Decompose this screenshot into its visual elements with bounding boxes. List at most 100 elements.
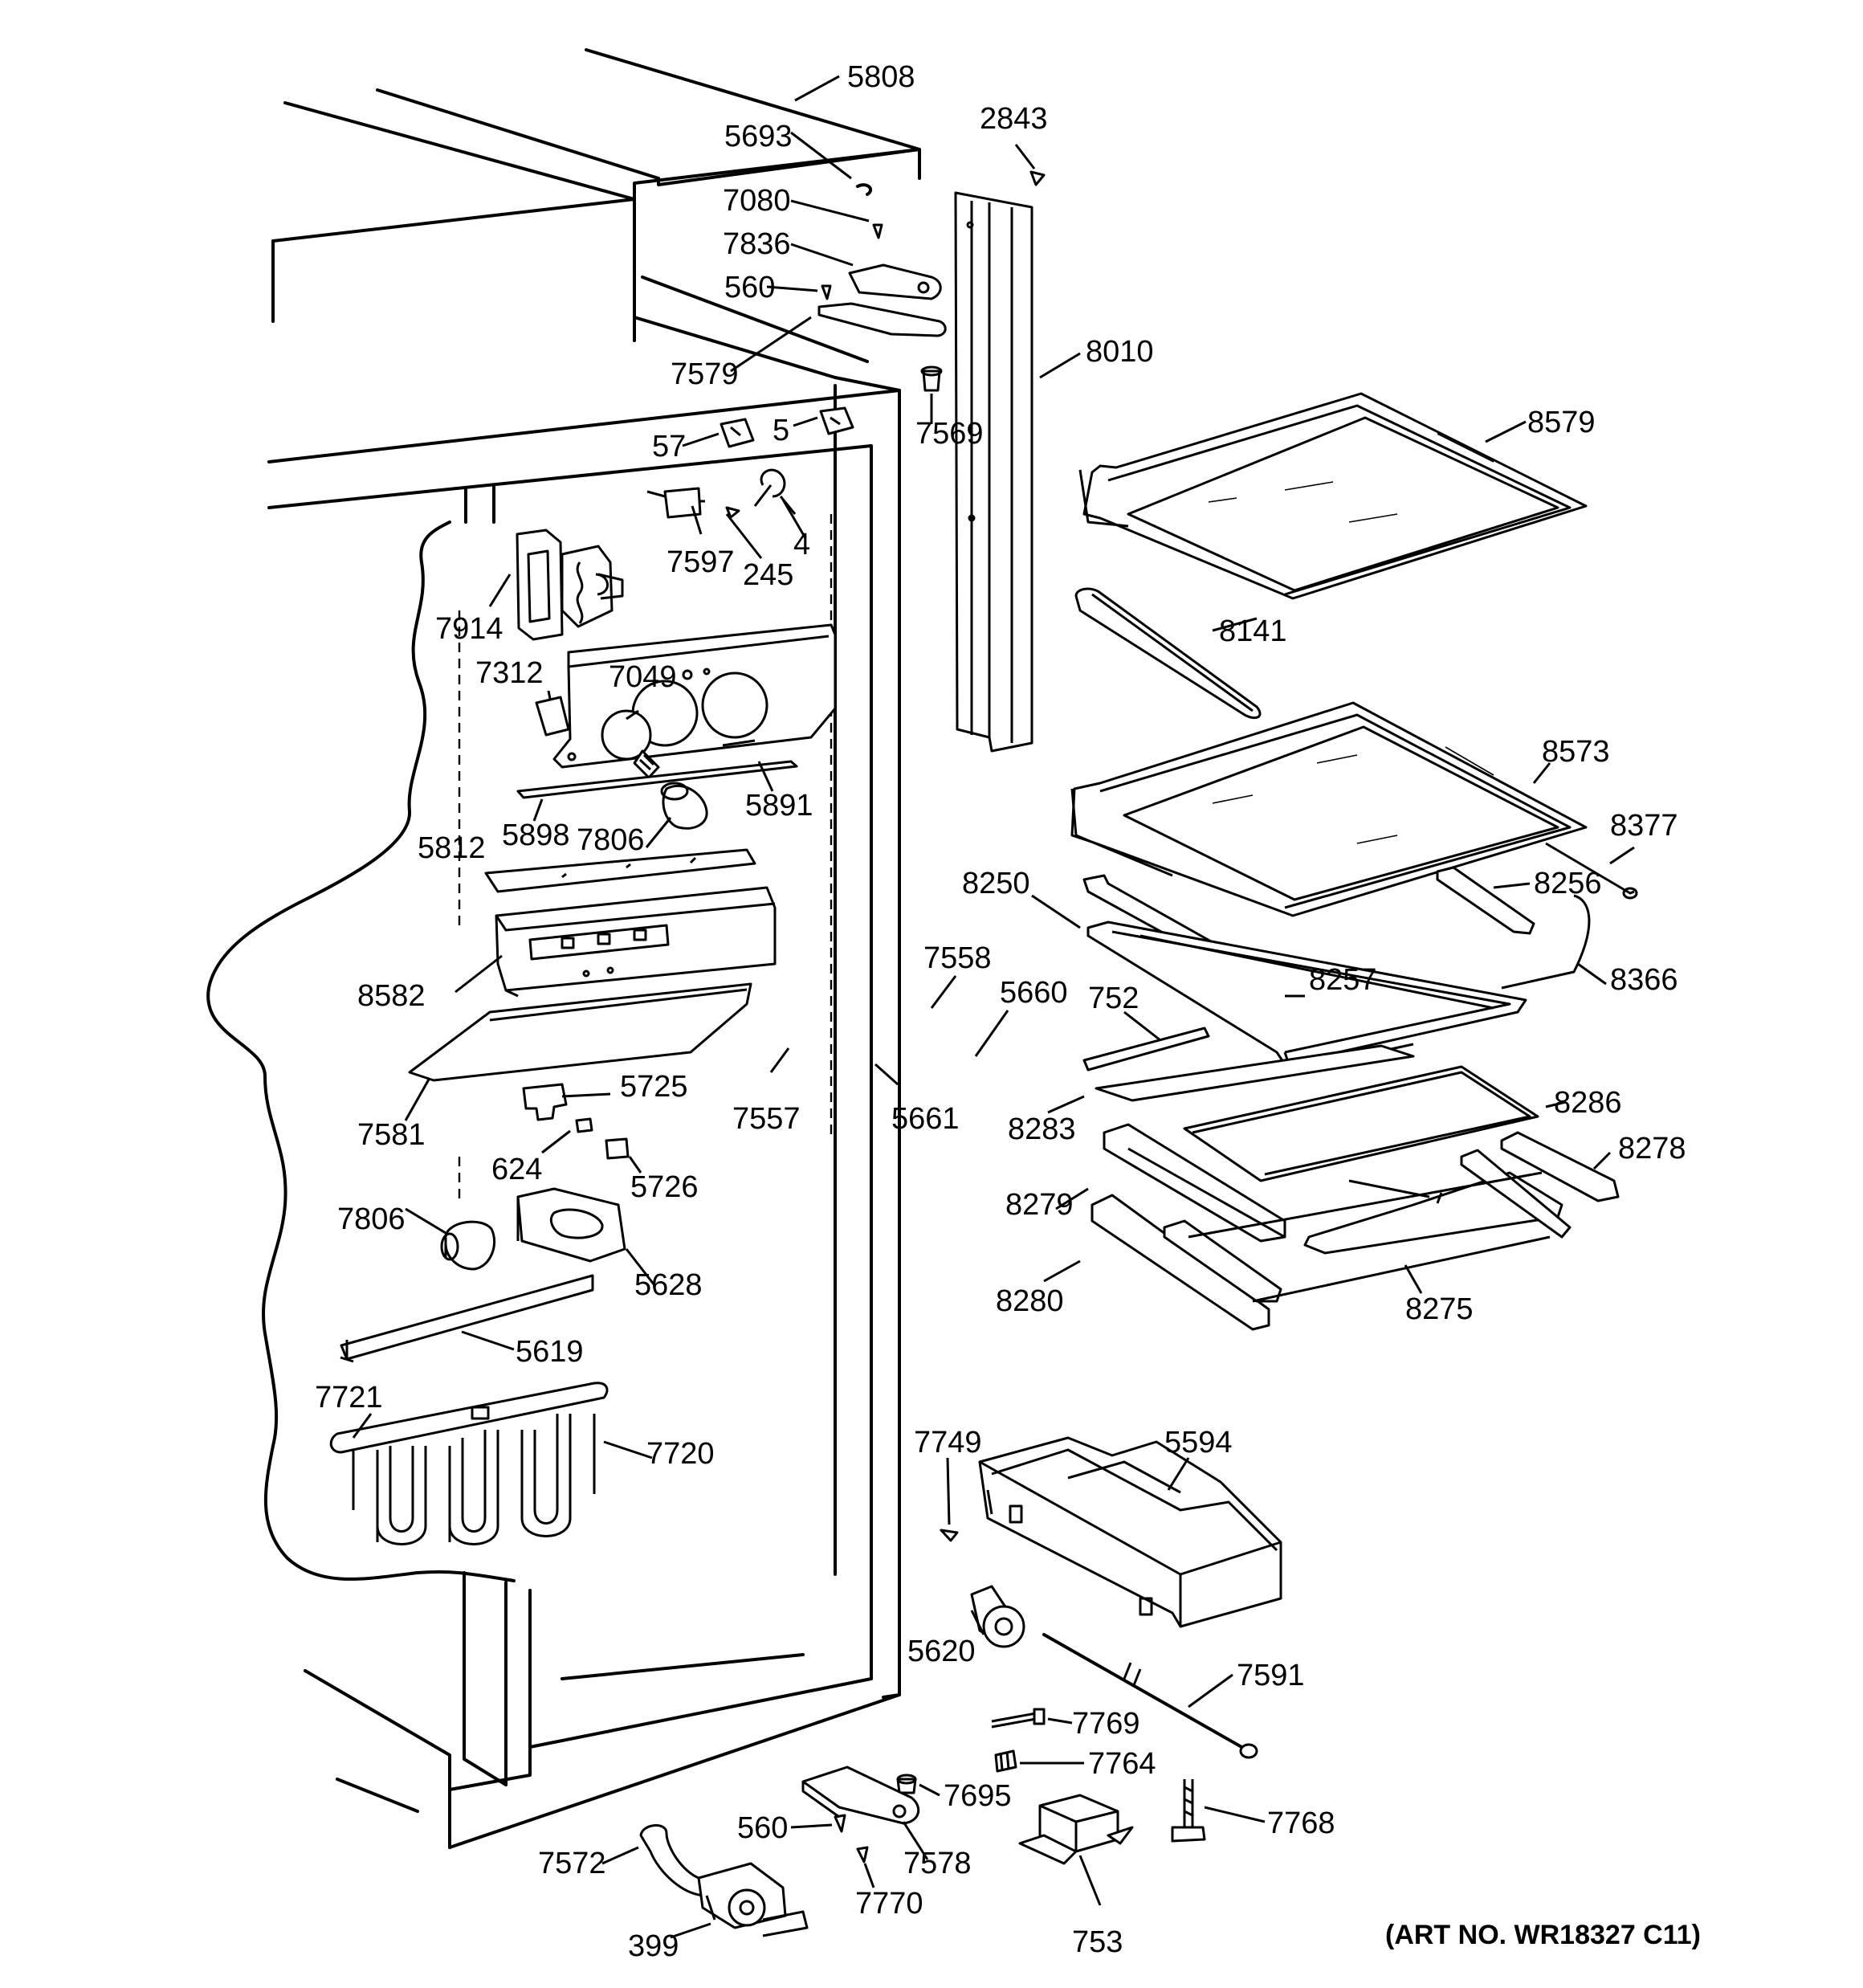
callout-label: 8366 xyxy=(1610,963,1678,997)
drawer-frame xyxy=(1090,1123,1620,1331)
callout-label: 8275 xyxy=(1405,1292,1474,1326)
rod-7591 xyxy=(1042,1633,1258,1759)
callout-label: 4 xyxy=(793,528,810,561)
callout-label: 7695 xyxy=(944,1779,1012,1813)
rods-8377-8256-8366 xyxy=(1436,842,1638,990)
strip-752 xyxy=(1082,1027,1210,1072)
callout-label: 5661 xyxy=(891,1102,960,1136)
callout-label: 5620 xyxy=(907,1635,976,1668)
callout-label: 245 xyxy=(743,558,793,592)
callout-label: 7579 xyxy=(671,357,739,391)
callout-label: 7914 xyxy=(435,612,503,646)
callout-label: 560 xyxy=(724,271,775,304)
callout-label: 7836 xyxy=(723,227,791,261)
callout-label: 8279 xyxy=(1005,1188,1074,1222)
callout-label: 5725 xyxy=(620,1070,688,1104)
bulb-7049 xyxy=(601,709,660,779)
callout-label: 560 xyxy=(737,1811,788,1845)
callout-label: 5812 xyxy=(418,831,486,865)
callout-label: 7769 xyxy=(1072,1707,1140,1741)
callout-label: 7312 xyxy=(475,656,544,690)
socket-7806-lower xyxy=(440,1220,496,1271)
pin-7769 xyxy=(991,1708,1046,1729)
screw-560-lower xyxy=(834,1814,846,1833)
shelf-8579 xyxy=(1078,392,1588,600)
cabinet-outline xyxy=(206,48,921,1849)
trim-8141 xyxy=(1074,587,1262,720)
callout-label: 7720 xyxy=(646,1437,715,1471)
callout-label: 7578 xyxy=(903,1847,972,1880)
screw-7749 xyxy=(940,1529,959,1542)
callout-label: 7597 xyxy=(667,545,735,579)
callout-label: 8377 xyxy=(1610,809,1678,843)
callout-label: 5594 xyxy=(1164,1426,1233,1459)
callout-label: 624 xyxy=(491,1153,542,1186)
callout-label: 5726 xyxy=(630,1170,699,1204)
shelf-8573 xyxy=(1070,701,1588,917)
callout-label: 8582 xyxy=(357,979,426,1013)
wheel-5620 xyxy=(970,1585,1025,1648)
callout-label: 8250 xyxy=(962,867,1030,900)
bracket-5628 xyxy=(516,1187,626,1263)
art-number: (ART NO. WR18327 C11) xyxy=(1385,1920,1701,1950)
callout-label: 8141 xyxy=(1219,614,1287,648)
strip-5812 xyxy=(484,848,756,893)
callout-label: 7558 xyxy=(923,941,992,975)
callout-label: 7770 xyxy=(855,1887,923,1921)
callout-label: 8010 xyxy=(1086,335,1154,369)
callout-label: 7721 xyxy=(315,1381,383,1414)
callout-label: 399 xyxy=(628,1929,679,1963)
callout-label: 7569 xyxy=(915,417,984,451)
callout-label: 5660 xyxy=(1000,976,1068,1010)
callout-label: 7557 xyxy=(732,1102,801,1136)
part-7312 xyxy=(535,696,570,737)
callout-label: 752 xyxy=(1088,982,1139,1015)
control-housing-8582 xyxy=(495,886,777,998)
callout-label: 2843 xyxy=(980,102,1048,136)
top-hinge-parts xyxy=(817,170,1046,392)
upper-controls xyxy=(516,406,854,641)
callout-label: 8573 xyxy=(1542,735,1610,769)
leader-lines xyxy=(352,75,1635,1939)
callout-label: 5891 xyxy=(745,789,813,823)
callout-label: 753 xyxy=(1072,1925,1123,1959)
box-5594 xyxy=(978,1436,1282,1628)
small-parts-5725-624-5726 xyxy=(522,1083,630,1160)
callout-labels: 5808 5693 2843 7080 7836 560 8010 7579 7… xyxy=(315,60,1686,1963)
cap-7695 xyxy=(896,1774,917,1794)
callout-label: 7572 xyxy=(538,1847,606,1880)
closer-7572-399 xyxy=(639,1824,809,1937)
callout-label: 5898 xyxy=(502,818,570,852)
light-housing-5891 xyxy=(552,623,837,769)
callout-label: 8286 xyxy=(1554,1086,1622,1120)
rail-5619 xyxy=(340,1274,594,1363)
callout-label: 7806 xyxy=(337,1202,406,1236)
cover-7581 xyxy=(408,982,752,1082)
actuator-753 xyxy=(1018,1794,1134,1865)
callout-label: 7768 xyxy=(1267,1806,1335,1840)
callout-label: 57 xyxy=(652,430,686,463)
callout-label: 7581 xyxy=(357,1118,426,1152)
callout-label: 7806 xyxy=(577,823,645,857)
callout-label: 7591 xyxy=(1237,1659,1305,1692)
callout-label: 7764 xyxy=(1088,1747,1156,1781)
callout-label: 8283 xyxy=(1008,1112,1076,1146)
panels-8283-8286 xyxy=(1095,1044,1539,1182)
callout-label: 5 xyxy=(773,414,789,447)
callout-label: 8280 xyxy=(996,1284,1064,1318)
spring-7764 xyxy=(994,1749,1017,1773)
callout-label: 5693 xyxy=(724,120,793,153)
callout-label: 8257 xyxy=(1309,963,1377,997)
callout-label: 8278 xyxy=(1618,1132,1686,1165)
callout-label: 5808 xyxy=(847,60,915,94)
socket-7806-upper xyxy=(660,782,708,830)
evaporator-coil-7720 xyxy=(329,1382,609,1545)
strip-5898 xyxy=(516,760,798,799)
door-strip-8010 xyxy=(954,191,1033,753)
screw-7770 xyxy=(856,1846,869,1863)
callout-label: 5628 xyxy=(634,1268,703,1302)
callout-label: 8579 xyxy=(1527,406,1596,439)
leveler-7768 xyxy=(1171,1779,1206,1843)
callout-label: 5619 xyxy=(516,1335,584,1369)
